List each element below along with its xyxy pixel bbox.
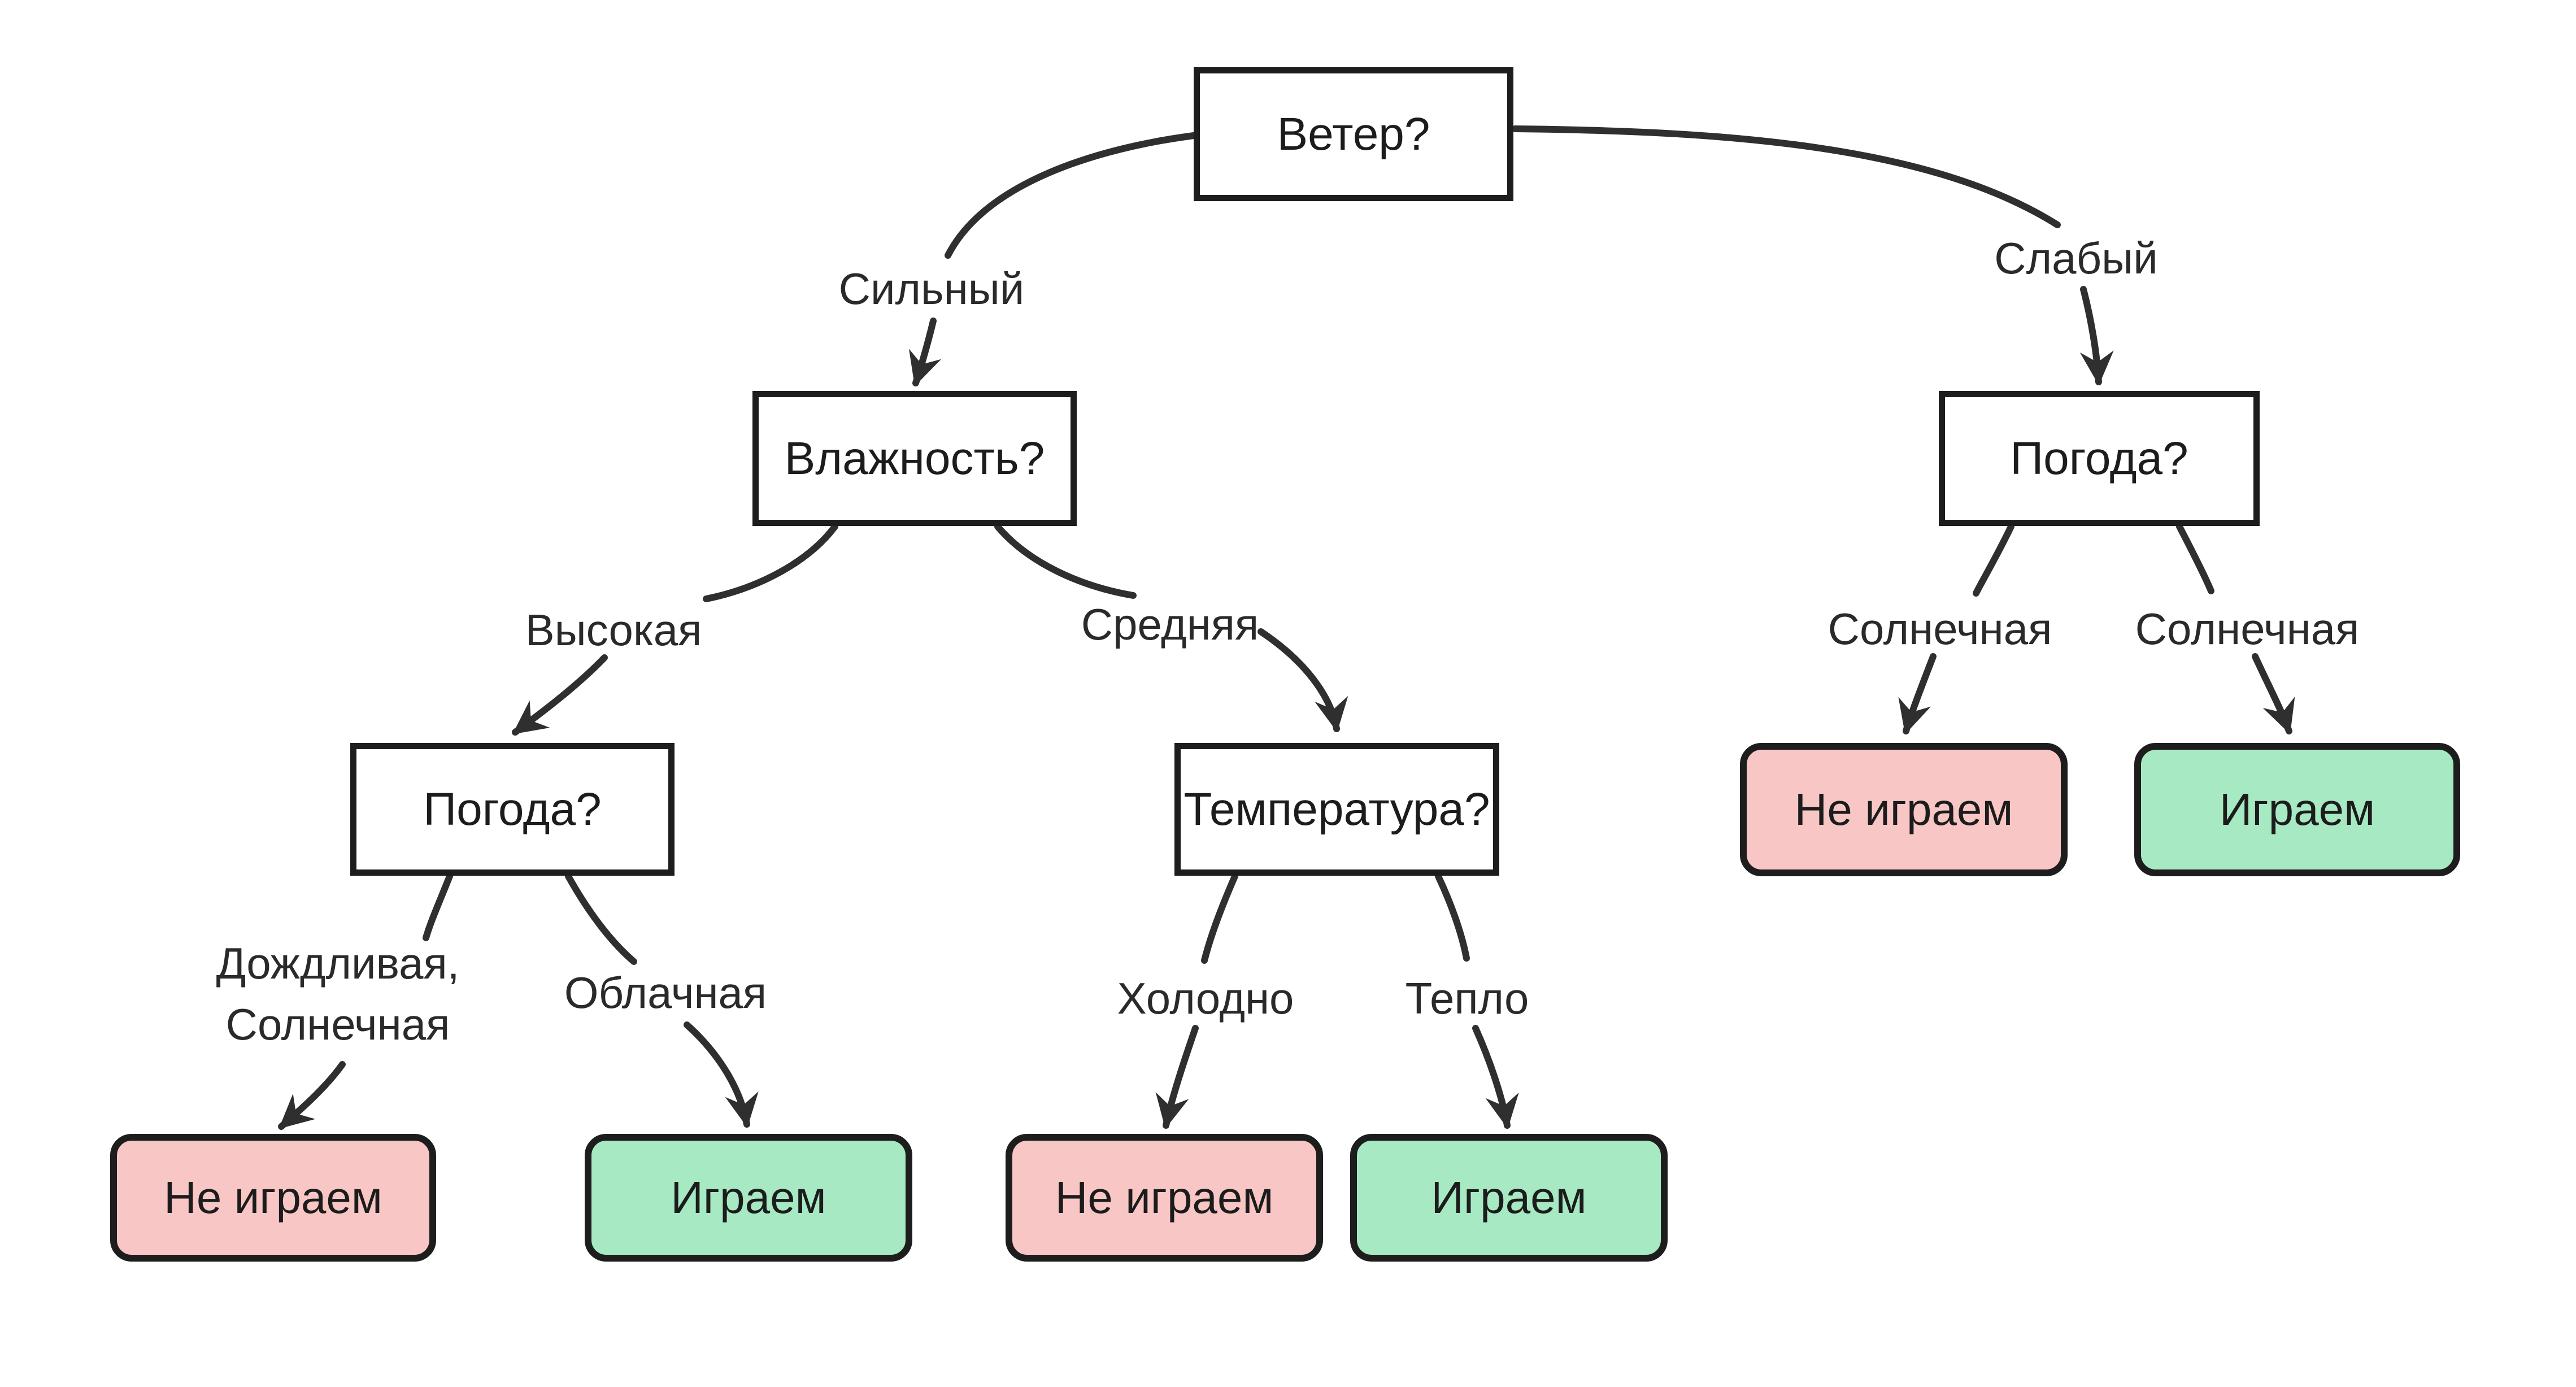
edge-label-strong: Сильный bbox=[838, 264, 1025, 314]
edge-sunny1-to-notplay-arrow bbox=[1898, 653, 1937, 734]
edge-label-rainy-line1: Дождливая, bbox=[216, 938, 460, 988]
node-wind-label: Ветер? bbox=[1277, 108, 1430, 160]
edge-label-rainy-line2: Солнечная bbox=[225, 999, 450, 1049]
edge-label-warm: Тепло bbox=[1405, 973, 1529, 1023]
edge-weather-left-cloudy-stub bbox=[565, 873, 637, 965]
node-temperature-label: Температура? bbox=[1183, 783, 1490, 835]
node-humidity: Влажность? bbox=[752, 391, 1077, 526]
leaf-label: Играем bbox=[671, 1172, 826, 1223]
node-weather-left-label: Погода? bbox=[423, 783, 602, 835]
node-weather-right: Погода? bbox=[1939, 391, 2260, 526]
edge-label-medium: Средняя bbox=[1081, 599, 1259, 649]
edge-weather-right-sunny2-stub bbox=[2176, 523, 2214, 594]
edge-warm-to-play-arrow bbox=[1472, 1025, 1519, 1129]
leaf-play-weather: Играем bbox=[585, 1134, 912, 1262]
edge-high-to-weather-arrow bbox=[512, 654, 608, 736]
edge-label-sunny-left: Солнечная bbox=[1827, 604, 2052, 654]
node-weather-right-label: Погода? bbox=[2010, 432, 2188, 484]
edge-humidity-medium-stub bbox=[994, 523, 1137, 599]
leaf-not-play-temperature: Не играем bbox=[1006, 1134, 1323, 1262]
edge-cold-to-notplay-arrow bbox=[1155, 1025, 1199, 1129]
edge-cloudy-to-play-arrow bbox=[684, 1021, 759, 1128]
edge-weak-to-weather-arrow bbox=[2079, 286, 2114, 385]
leaf-play-right: Играем bbox=[2134, 743, 2460, 876]
edge-label-high: Высокая bbox=[525, 605, 702, 655]
edge-temperature-warm-stub bbox=[1435, 873, 1470, 962]
edge-label-cloudy: Облачная bbox=[564, 968, 767, 1018]
leaf-not-play-right: Не играем bbox=[1740, 743, 2068, 876]
edge-temperature-cold-stub bbox=[1201, 873, 1238, 964]
leaf-play-temperature: Играем bbox=[1350, 1134, 1668, 1262]
edge-root-weak-stub bbox=[1512, 125, 2061, 228]
node-temperature: Температура? bbox=[1174, 743, 1499, 876]
edge-label-weak: Слабый bbox=[1994, 233, 2158, 283]
edge-root-strong-stub bbox=[945, 132, 1197, 259]
edge-strong-to-humidity-arrow bbox=[908, 318, 942, 386]
edge-sunny2-to-play-arrow bbox=[2252, 653, 2295, 734]
leaf-label: Не играем bbox=[164, 1172, 382, 1223]
leaf-label: Играем bbox=[1431, 1172, 1587, 1223]
edge-label-rainy-sunny: Дождливая, Солнечная bbox=[216, 933, 460, 1055]
node-wind: Ветер? bbox=[1194, 67, 1513, 201]
edge-label-sunny-right: Солнечная bbox=[2135, 604, 2360, 654]
edge-rainy-to-notplay-arrow bbox=[278, 1061, 346, 1130]
leaf-label: Не играем bbox=[1794, 784, 2013, 834]
node-weather-left: Погода? bbox=[350, 743, 675, 876]
edge-label-cold: Холодно bbox=[1117, 973, 1294, 1023]
node-humidity-label: Влажность? bbox=[784, 432, 1045, 484]
edge-medium-to-temperature-arrow bbox=[1257, 628, 1348, 732]
leaf-label: Не играем bbox=[1055, 1172, 1274, 1223]
edge-humidity-high-stub bbox=[703, 523, 838, 602]
edge-weather-left-rainy-stub bbox=[423, 873, 453, 941]
leaf-label: Играем bbox=[2219, 784, 2375, 834]
edge-weather-right-sunny1-stub bbox=[1973, 523, 2014, 597]
leaf-not-play-weather: Не играем bbox=[110, 1134, 436, 1262]
